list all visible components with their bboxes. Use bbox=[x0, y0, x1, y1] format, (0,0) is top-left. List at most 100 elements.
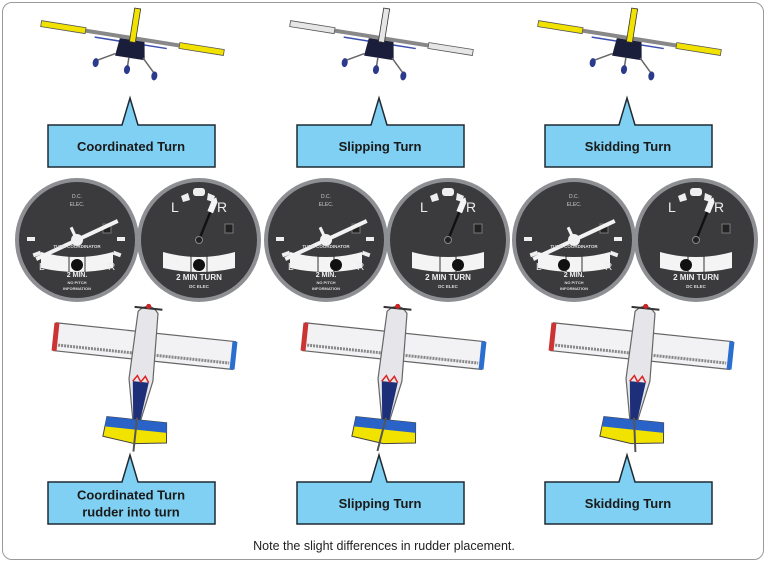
level-mark-left bbox=[524, 237, 532, 241]
left-label: L bbox=[668, 199, 676, 215]
left-turn-index bbox=[430, 193, 439, 202]
wheel bbox=[372, 65, 380, 75]
top-callout: Coordinated Turn bbox=[47, 95, 216, 168]
airplane-tail bbox=[318, 226, 327, 239]
vertical-tail bbox=[377, 7, 391, 44]
turn-coordinator-title: TURN COORDINATOR bbox=[302, 244, 350, 249]
vertical-tail bbox=[625, 7, 639, 44]
level-mark-left bbox=[276, 237, 284, 241]
left-wing-tip bbox=[537, 20, 584, 35]
dc-elec-text: DC ELEC bbox=[189, 284, 210, 289]
top-callout: Skidding Turn bbox=[544, 95, 713, 168]
miniature-airplane bbox=[35, 219, 119, 261]
inclinometer-tube bbox=[290, 252, 362, 272]
inclinometer-ball bbox=[71, 259, 83, 271]
wheel bbox=[151, 71, 158, 81]
turn-needle bbox=[197, 197, 218, 241]
dc-elec-text: D.C. bbox=[569, 194, 579, 200]
turn-mark-left bbox=[281, 250, 291, 258]
miniature-airplane bbox=[284, 219, 368, 261]
two-min-label: 2 MIN. bbox=[67, 272, 88, 279]
right-wingtip-light bbox=[478, 341, 487, 370]
turn-mark-right bbox=[609, 250, 619, 258]
left-label: L bbox=[171, 199, 179, 215]
right-wing-tip bbox=[427, 42, 474, 56]
callout-box bbox=[47, 95, 216, 168]
bottom-callout: Slipping Turn bbox=[296, 452, 465, 525]
wheel bbox=[620, 65, 628, 75]
spinner bbox=[395, 303, 401, 309]
front-view-airplane bbox=[537, 7, 722, 81]
right-wingtip-light bbox=[229, 341, 238, 370]
no-pitch-info-text: NO PITCH bbox=[316, 280, 335, 285]
callout-box bbox=[296, 452, 465, 525]
callout-label: rudder into turn bbox=[82, 505, 180, 520]
callout-label: Skidding Turn bbox=[585, 139, 671, 154]
wheel bbox=[92, 58, 99, 68]
inclinometer-ball bbox=[680, 259, 692, 271]
fuselage bbox=[612, 38, 642, 61]
dc-elec-text: DC ELEC bbox=[438, 284, 459, 289]
left-wingtip-light bbox=[300, 322, 309, 351]
level-mark-right bbox=[366, 237, 374, 241]
inclinometer-ball bbox=[452, 259, 464, 271]
no-pitch-info-text: INFORMATION bbox=[312, 286, 340, 291]
turn-mark-left bbox=[529, 250, 539, 258]
airplane-tail bbox=[69, 226, 78, 239]
callout-box bbox=[544, 452, 713, 525]
spinner bbox=[146, 303, 152, 309]
inclinometer-ball bbox=[330, 259, 342, 271]
two-min-turn-label: 2 MIN TURN bbox=[176, 273, 222, 282]
two-min-turn-label: 2 MIN TURN bbox=[425, 273, 471, 282]
turn-indicator-gauge: L R 2 MIN TURN DC ELEC bbox=[137, 178, 261, 302]
flag-window bbox=[721, 223, 731, 234]
right-wing-tip bbox=[675, 42, 722, 56]
top-callout: Slipping Turn bbox=[296, 95, 465, 168]
right-label: R bbox=[217, 199, 227, 215]
livery-stripe bbox=[629, 374, 647, 384]
tail-boom-livery bbox=[381, 381, 398, 426]
tail-boom-livery bbox=[132, 381, 149, 426]
inclinometer-ball bbox=[193, 259, 205, 271]
callout-box bbox=[296, 95, 465, 168]
rudder bbox=[376, 417, 387, 452]
center-index bbox=[442, 188, 454, 196]
top-view-airplane bbox=[51, 303, 238, 452]
stabilizer-livery bbox=[601, 416, 664, 433]
needle-pivot bbox=[692, 236, 700, 244]
turn-mark-right bbox=[361, 250, 371, 258]
needle-tip bbox=[207, 197, 218, 214]
left-wingtip-light bbox=[51, 322, 60, 351]
right-label: R bbox=[714, 199, 724, 215]
vertical-tail bbox=[128, 7, 142, 44]
right-label: R bbox=[605, 262, 612, 273]
top-view-airplane bbox=[548, 303, 735, 453]
inclinometer-tube bbox=[538, 252, 610, 272]
level-mark-left bbox=[27, 237, 35, 241]
inclinometer-tube bbox=[660, 252, 732, 272]
flag-window bbox=[473, 223, 483, 234]
callout-label: Coordinated Turn bbox=[77, 139, 185, 154]
fuselage bbox=[115, 38, 145, 61]
bottom-callout: Skidding Turn bbox=[544, 452, 713, 525]
inclinometer-ball bbox=[558, 259, 570, 271]
front-view-airplane bbox=[289, 7, 474, 81]
level-mark-right bbox=[614, 237, 622, 241]
right-label: R bbox=[466, 199, 476, 215]
callout-box bbox=[544, 95, 713, 168]
no-pitch-info-text: INFORMATION bbox=[63, 286, 91, 291]
turn-mark-right bbox=[112, 250, 122, 258]
left-label: L bbox=[536, 262, 542, 273]
two-min-turn-label: 2 MIN TURN bbox=[673, 273, 719, 282]
fuselage bbox=[364, 38, 394, 61]
right-label: R bbox=[357, 262, 364, 273]
needle-shaft bbox=[446, 207, 463, 241]
rudder bbox=[132, 417, 138, 452]
